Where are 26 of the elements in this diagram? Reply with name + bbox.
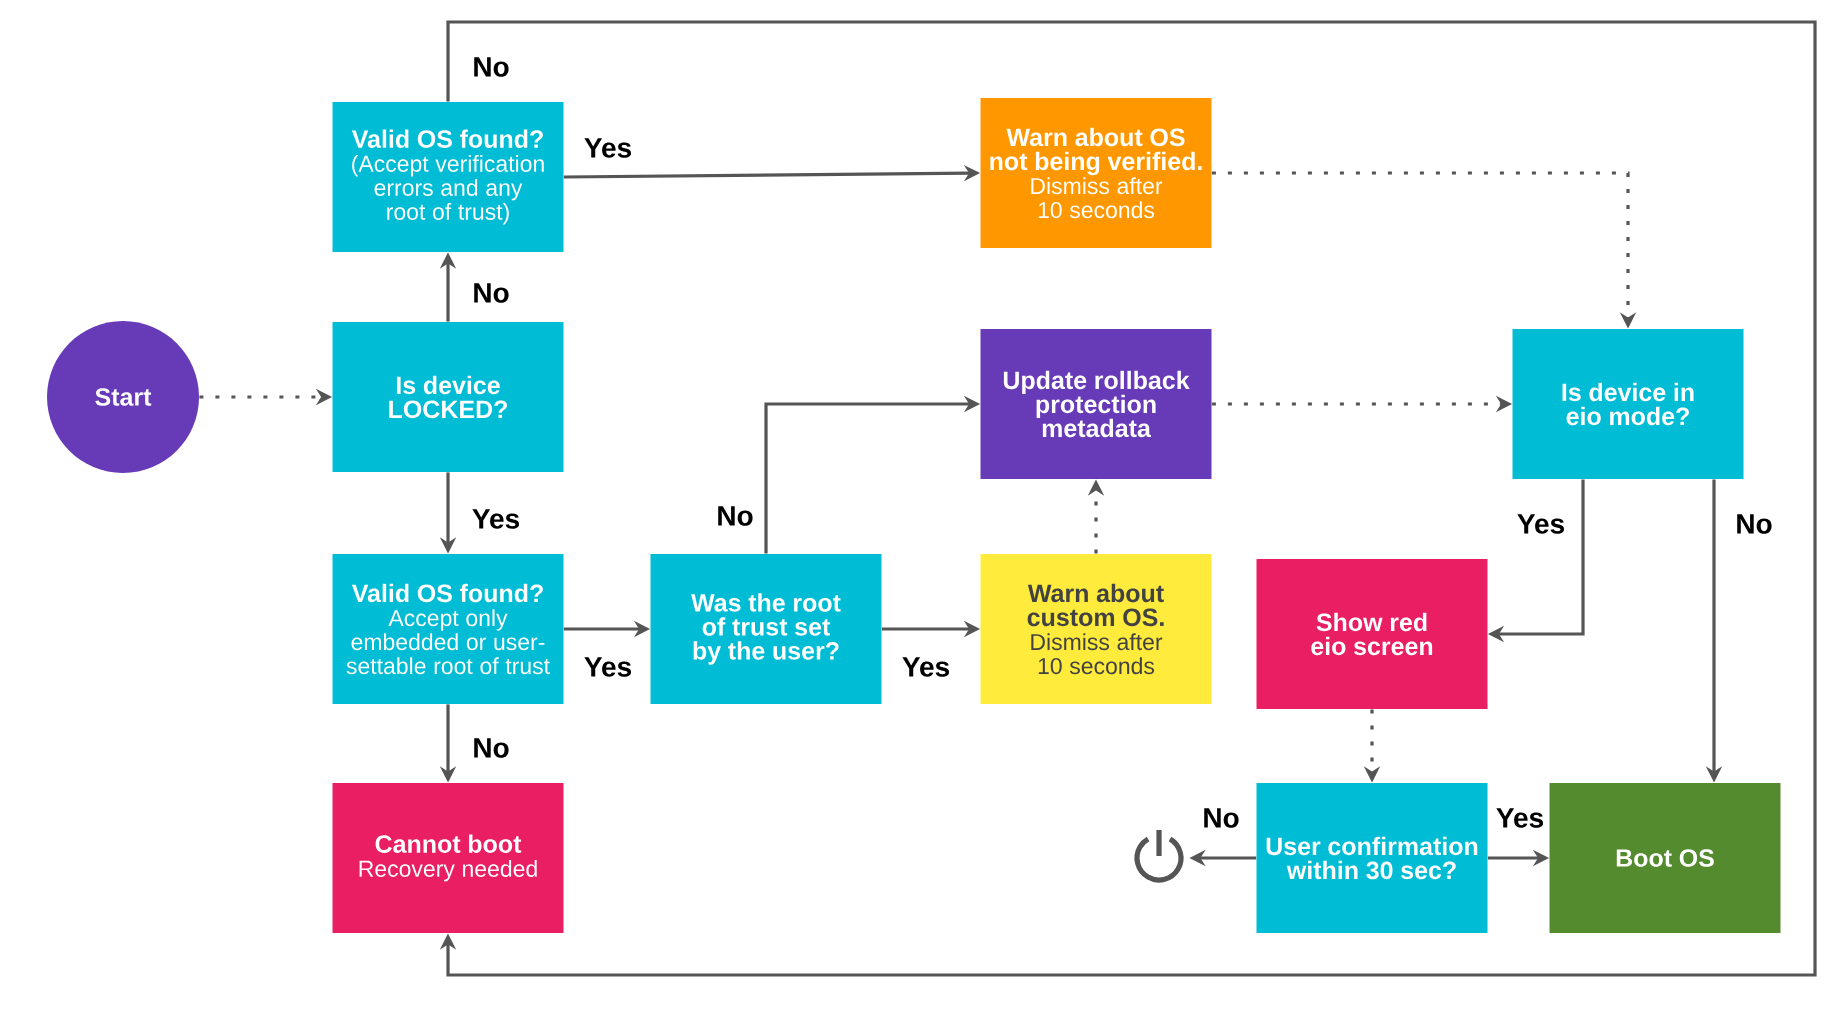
- edge-label: Yes: [584, 657, 631, 677]
- decision-box: Valid OS found? (Accept verification errors and any root of trust): [332, 102, 564, 252]
- edge-label: No: [474, 738, 509, 758]
- edge-label: No: [1204, 808, 1239, 828]
- decision-box: User confirmation within 30 sec?: [1256, 783, 1488, 933]
- connector-arrow: [439, 20, 1817, 977]
- power-icon: [1134, 830, 1184, 883]
- decision-box: Is device LOCKED?: [332, 322, 564, 472]
- edge-label: Yes: [584, 138, 631, 158]
- decision-box: Was the root of trust set by the user?: [650, 554, 882, 704]
- edge-label: Yes: [902, 657, 949, 677]
- process-box: Boot OS: [1549, 783, 1781, 933]
- edge-label: No: [474, 57, 509, 77]
- process-box: Update rollback protection metadata: [980, 329, 1212, 479]
- process-box: Show red eio screen: [1256, 559, 1488, 709]
- edge-label: No: [1737, 514, 1772, 534]
- edge-label: Yes: [1517, 514, 1564, 534]
- process-box: Warn about custom OS. Dismiss after 10 seconds: [980, 554, 1212, 704]
- process-box: Cannot boot Recovery needed: [332, 783, 564, 933]
- edge-label: No: [718, 506, 753, 526]
- edge-label: Yes: [472, 509, 519, 529]
- decision-box: Is device in eio mode?: [1512, 329, 1744, 479]
- edge-label: Yes: [1496, 808, 1543, 828]
- edge-label: No: [474, 283, 509, 303]
- process-box: Warn about OS not being verified. Dismiss after 10 seconds: [980, 98, 1212, 248]
- decision-box: Valid OS found? Accept only embedded or user-settable root of trust: [332, 554, 564, 704]
